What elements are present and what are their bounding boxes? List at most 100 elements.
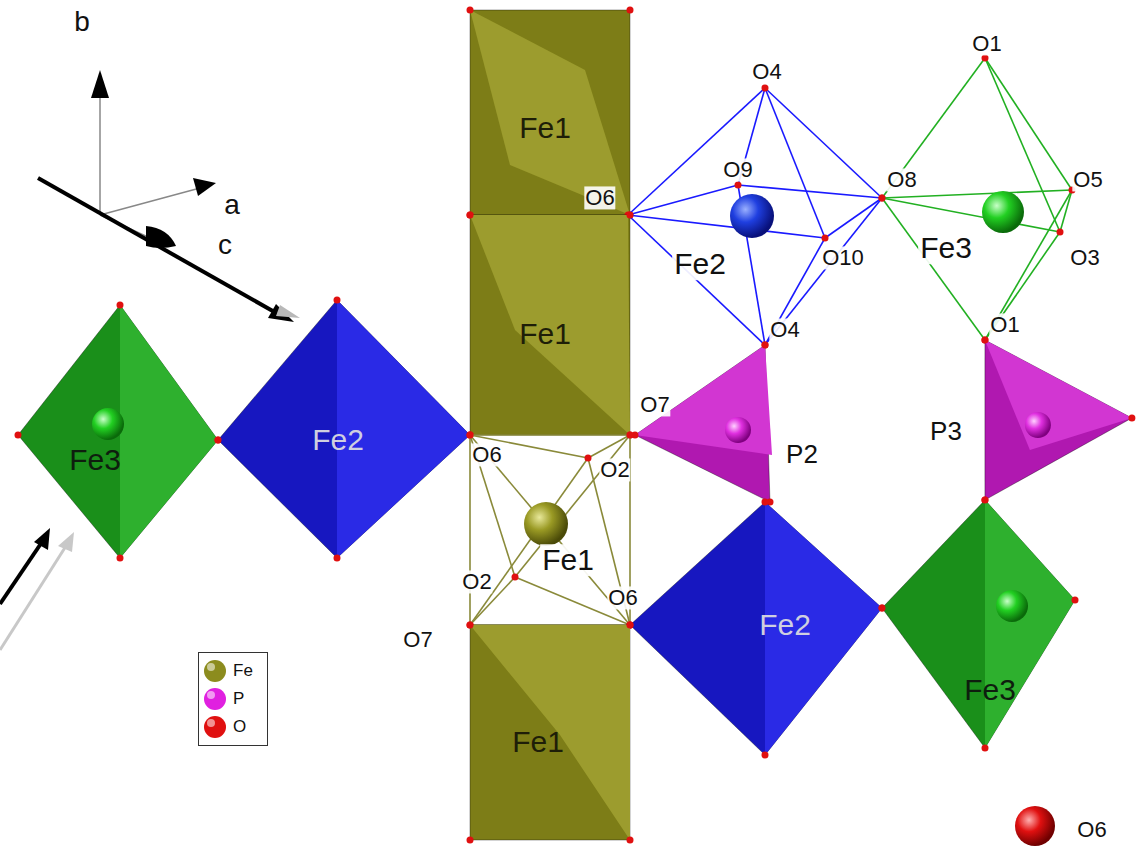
atom-label: Fe1	[512, 726, 564, 758]
oxygen-vertex	[627, 212, 634, 219]
oxygen-vertex	[762, 342, 769, 349]
bond-line	[470, 435, 630, 625]
polyhedron: Fe2	[212, 294, 476, 564]
legend-swatch	[204, 660, 226, 682]
bond-line	[765, 88, 882, 198]
oxygen-label: O3	[1069, 246, 1100, 269]
axis-label: b	[73, 7, 91, 36]
bond-line	[882, 58, 985, 198]
oxygen-vertex	[467, 622, 474, 629]
atom-label: P2	[786, 441, 818, 468]
polyhedron-shape	[629, 339, 824, 508]
oxygen-label: O8	[886, 168, 917, 191]
oxygen-vertex	[982, 745, 989, 752]
oxygen-vertex	[982, 337, 989, 344]
oxygen-vertex	[215, 437, 222, 444]
oxygen-vertex	[117, 555, 124, 562]
polyhedron-face	[630, 502, 882, 755]
polyhedron-shape	[12, 299, 224, 564]
atom-sphere	[524, 502, 568, 546]
atom-label: Fe3	[69, 444, 121, 476]
atom-label: Fe2	[759, 609, 811, 641]
oxygen-sphere	[1015, 806, 1055, 846]
oxygen-vertex	[117, 302, 124, 309]
legend-box: FePO	[198, 652, 268, 746]
polyhedron-face	[985, 500, 1075, 748]
sphere-highlight	[207, 663, 215, 671]
oxygen-vertex	[627, 837, 634, 844]
legend-text: Fe	[233, 661, 253, 681]
atom-label: P3	[930, 418, 962, 445]
oxygen-vertex	[762, 85, 769, 92]
atom-label: Fe1	[519, 318, 571, 350]
oxygen-vertex	[627, 622, 634, 629]
oxygen-label: O4	[751, 60, 782, 83]
oxygen-vertex	[1129, 415, 1136, 422]
polyhedron: P2	[629, 339, 824, 508]
oxygen-label: O2	[461, 570, 492, 593]
polyhedron-face	[882, 500, 1075, 748]
oxygen-label: O9	[722, 158, 753, 181]
axis-label: c	[217, 230, 233, 259]
bond-line	[628, 215, 825, 238]
polyhedron: Fe3	[876, 494, 1081, 754]
legend-swatch	[203, 687, 227, 711]
oxygen-vertex	[15, 432, 22, 439]
oxygen-label: O6	[1076, 818, 1107, 841]
polyhedron-face	[470, 215, 630, 435]
oxygen-vertex	[982, 55, 989, 62]
oxygen-vertex	[627, 432, 634, 439]
oxygen-vertex	[762, 752, 769, 759]
polyhedron: Fe3	[12, 299, 224, 564]
oxygen-vertex	[627, 212, 634, 219]
oxygen-vertex	[627, 7, 634, 14]
oxygen-vertex	[879, 195, 886, 202]
sphere-highlight	[207, 719, 215, 727]
oxygen-vertex	[762, 342, 769, 349]
atom-sphere	[1025, 412, 1051, 438]
legend-row: P	[203, 685, 267, 713]
oxygen-vertex	[467, 212, 474, 219]
oxygen-vertex	[627, 622, 634, 629]
oxygen-vertex	[334, 297, 341, 304]
legend-swatch	[204, 688, 226, 710]
polyhedron-shape	[876, 494, 1081, 754]
polyhedron: Fe2	[624, 496, 888, 761]
polyhedron-face	[120, 305, 218, 558]
oxygen-vertex	[762, 499, 769, 506]
oxygen-vertex	[467, 432, 474, 439]
oxygen-vertex	[585, 455, 592, 462]
legend-swatch	[204, 716, 226, 738]
oxygen-vertex	[467, 7, 474, 14]
atom-label: Fe3	[964, 674, 1016, 706]
polyhedron: Fe1	[464, 209, 636, 441]
oxygen-vertex	[879, 605, 886, 612]
polyhedron: P3	[924, 334, 1138, 506]
legend-text: O	[233, 717, 246, 737]
bond-line	[985, 58, 1072, 190]
bond-line	[985, 232, 1060, 340]
polyhedron-shape	[624, 496, 888, 761]
oxygen-vertex	[215, 437, 222, 444]
oxygen-label: O6	[584, 186, 615, 209]
polyhedron: Fe1	[464, 619, 636, 846]
polyhedron-face	[18, 305, 218, 558]
atom-sphere	[92, 408, 124, 440]
callout-arrow	[0, 528, 74, 650]
oxygen-vertex	[879, 605, 886, 612]
atom-sphere	[982, 191, 1024, 233]
polyhedron-face	[470, 625, 630, 840]
sphere-highlight	[207, 691, 215, 699]
bond-line	[765, 198, 882, 345]
oxygen-label: O10	[821, 246, 865, 269]
oxygen-label: O2	[599, 458, 630, 481]
polyhedron-face	[470, 10, 630, 215]
oxygen-vertex	[512, 574, 519, 581]
oxygen-label: O5	[1072, 168, 1103, 191]
oxygen-label: O6	[607, 586, 638, 609]
axis-label: a	[223, 190, 241, 219]
oxygen-label: O6	[471, 443, 502, 466]
oxygen-vertex	[467, 212, 474, 219]
atom-label: Fe2	[312, 424, 364, 456]
oxygen-vertex	[467, 837, 474, 844]
